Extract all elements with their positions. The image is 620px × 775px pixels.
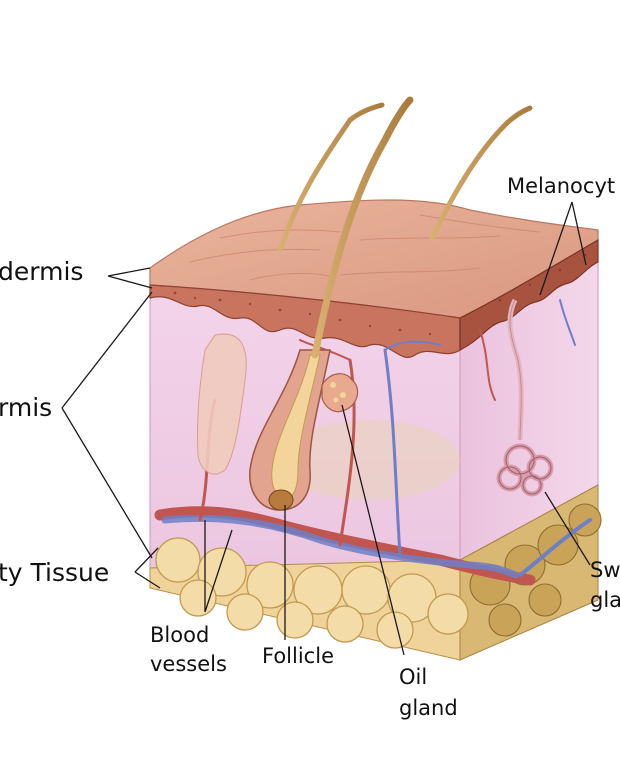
label-oil-gland-line2: gland [399,696,458,720]
label-sweat-gland-line1: Sw [590,558,620,582]
label-fatty-tissue: ty Tissue [0,558,109,587]
label-dermis: rmis [0,393,52,422]
label-melanocytes: Melanocyt [507,174,615,198]
follicle-bulb [269,490,293,510]
label-blood-vessels-line1: Blood [150,623,209,647]
leader-epidermis [108,268,152,288]
oil-gland [322,374,358,412]
label-epidermis: dermis [0,257,83,286]
label-sweat-gland-line2: gla [590,588,620,612]
label-oil-gland-line1: Oil [399,665,427,689]
label-follicle: Follicle [262,644,334,668]
label-blood-vessels-line2: vessels [150,652,227,676]
leader-dermis [62,292,152,558]
